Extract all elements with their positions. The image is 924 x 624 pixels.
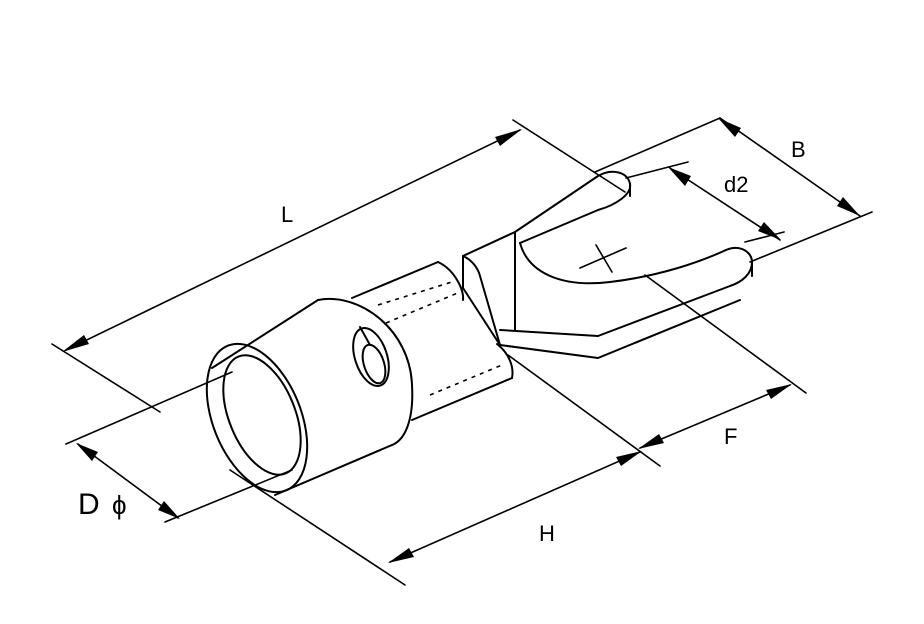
- dimension-line-L: [65, 129, 521, 351]
- tongue-thickness-left: [462, 255, 501, 346]
- arrowhead-D-top: [76, 443, 98, 461]
- extension-line-D-bottom: [164, 469, 293, 523]
- tongue-bottom-face: [499, 329, 599, 337]
- sleeve-top-edge: [351, 261, 439, 299]
- dimension-d2: [625, 161, 785, 243]
- sleeve-hidden-line-2: [385, 291, 461, 324]
- dimension-line-B: [719, 117, 861, 217]
- dimension-line-F: [639, 384, 791, 449]
- dimension-L: [51, 119, 626, 413]
- extension-line-H-left: [229, 469, 406, 586]
- arrowhead-d2-bottom: [758, 222, 781, 240]
- arrowhead-D-bottom: [158, 501, 180, 519]
- barrel-bottom-edge: [274, 444, 393, 496]
- dimension-H: [229, 354, 661, 586]
- label-L: L: [281, 202, 294, 227]
- label-H: H: [539, 521, 555, 546]
- dimension-B: [594, 117, 873, 263]
- extension-line-B-bottom: [749, 211, 873, 263]
- inspection-hole-edge: [359, 326, 371, 346]
- extension-line-F-right: [644, 274, 807, 394]
- extension-line-d2-bottom: [744, 231, 785, 243]
- barrel-front-outer: [205, 342, 309, 494]
- tongue-outer-bottom: [462, 255, 741, 359]
- extension-line-L-right: [512, 119, 626, 193]
- sleeve-hidden-line-3: [429, 364, 503, 396]
- label-B: B: [791, 137, 806, 162]
- arrowhead-B-bottom: [837, 197, 860, 216]
- extension-line-H-right: [507, 354, 661, 467]
- dimension-D: [65, 371, 293, 523]
- dimension-F: [638, 274, 807, 449]
- arrowhead-F-left: [638, 434, 664, 449]
- label-phi: ϕ: [112, 490, 127, 520]
- arrowhead-H-right: [616, 451, 642, 466]
- sleeve-hidden-line-1: [377, 280, 456, 306]
- dimension-line-H: [389, 451, 641, 563]
- arrowhead-L-right: [495, 129, 522, 146]
- center-mark-v: [595, 244, 613, 273]
- barrel-rear-face: [317, 297, 414, 446]
- fork-slot: [519, 242, 727, 285]
- fork-prong-right: [597, 246, 753, 337]
- barrel-bore: [222, 354, 302, 476]
- inspection-hole-inner: [361, 343, 387, 385]
- inspection-hole-outer: [352, 327, 390, 387]
- sleeve-bottom-edge: [411, 377, 513, 421]
- arrowhead-L-left: [62, 335, 89, 352]
- terminal-body: [205, 170, 753, 496]
- extension-line-d2-top: [625, 161, 689, 179]
- tongue-left-top: [462, 175, 599, 257]
- barrel-top-edge: [211, 299, 319, 369]
- extension-line-L-left: [51, 343, 161, 413]
- extension-line-D-top: [65, 371, 233, 445]
- sleeve-end-bottom: [496, 343, 514, 379]
- arrowhead-H-left: [388, 548, 414, 563]
- extension-line-B-top: [594, 117, 721, 173]
- label-d2: d2: [724, 172, 749, 197]
- fork-prong-left: [519, 170, 632, 244]
- sleeve-end-top: [437, 261, 465, 301]
- arrowhead-F-right: [766, 384, 792, 399]
- label-F: F: [724, 424, 738, 449]
- label-D: D: [78, 488, 100, 521]
- arrowhead-B-top: [718, 118, 741, 137]
- arrowhead-d2-top: [668, 167, 691, 186]
